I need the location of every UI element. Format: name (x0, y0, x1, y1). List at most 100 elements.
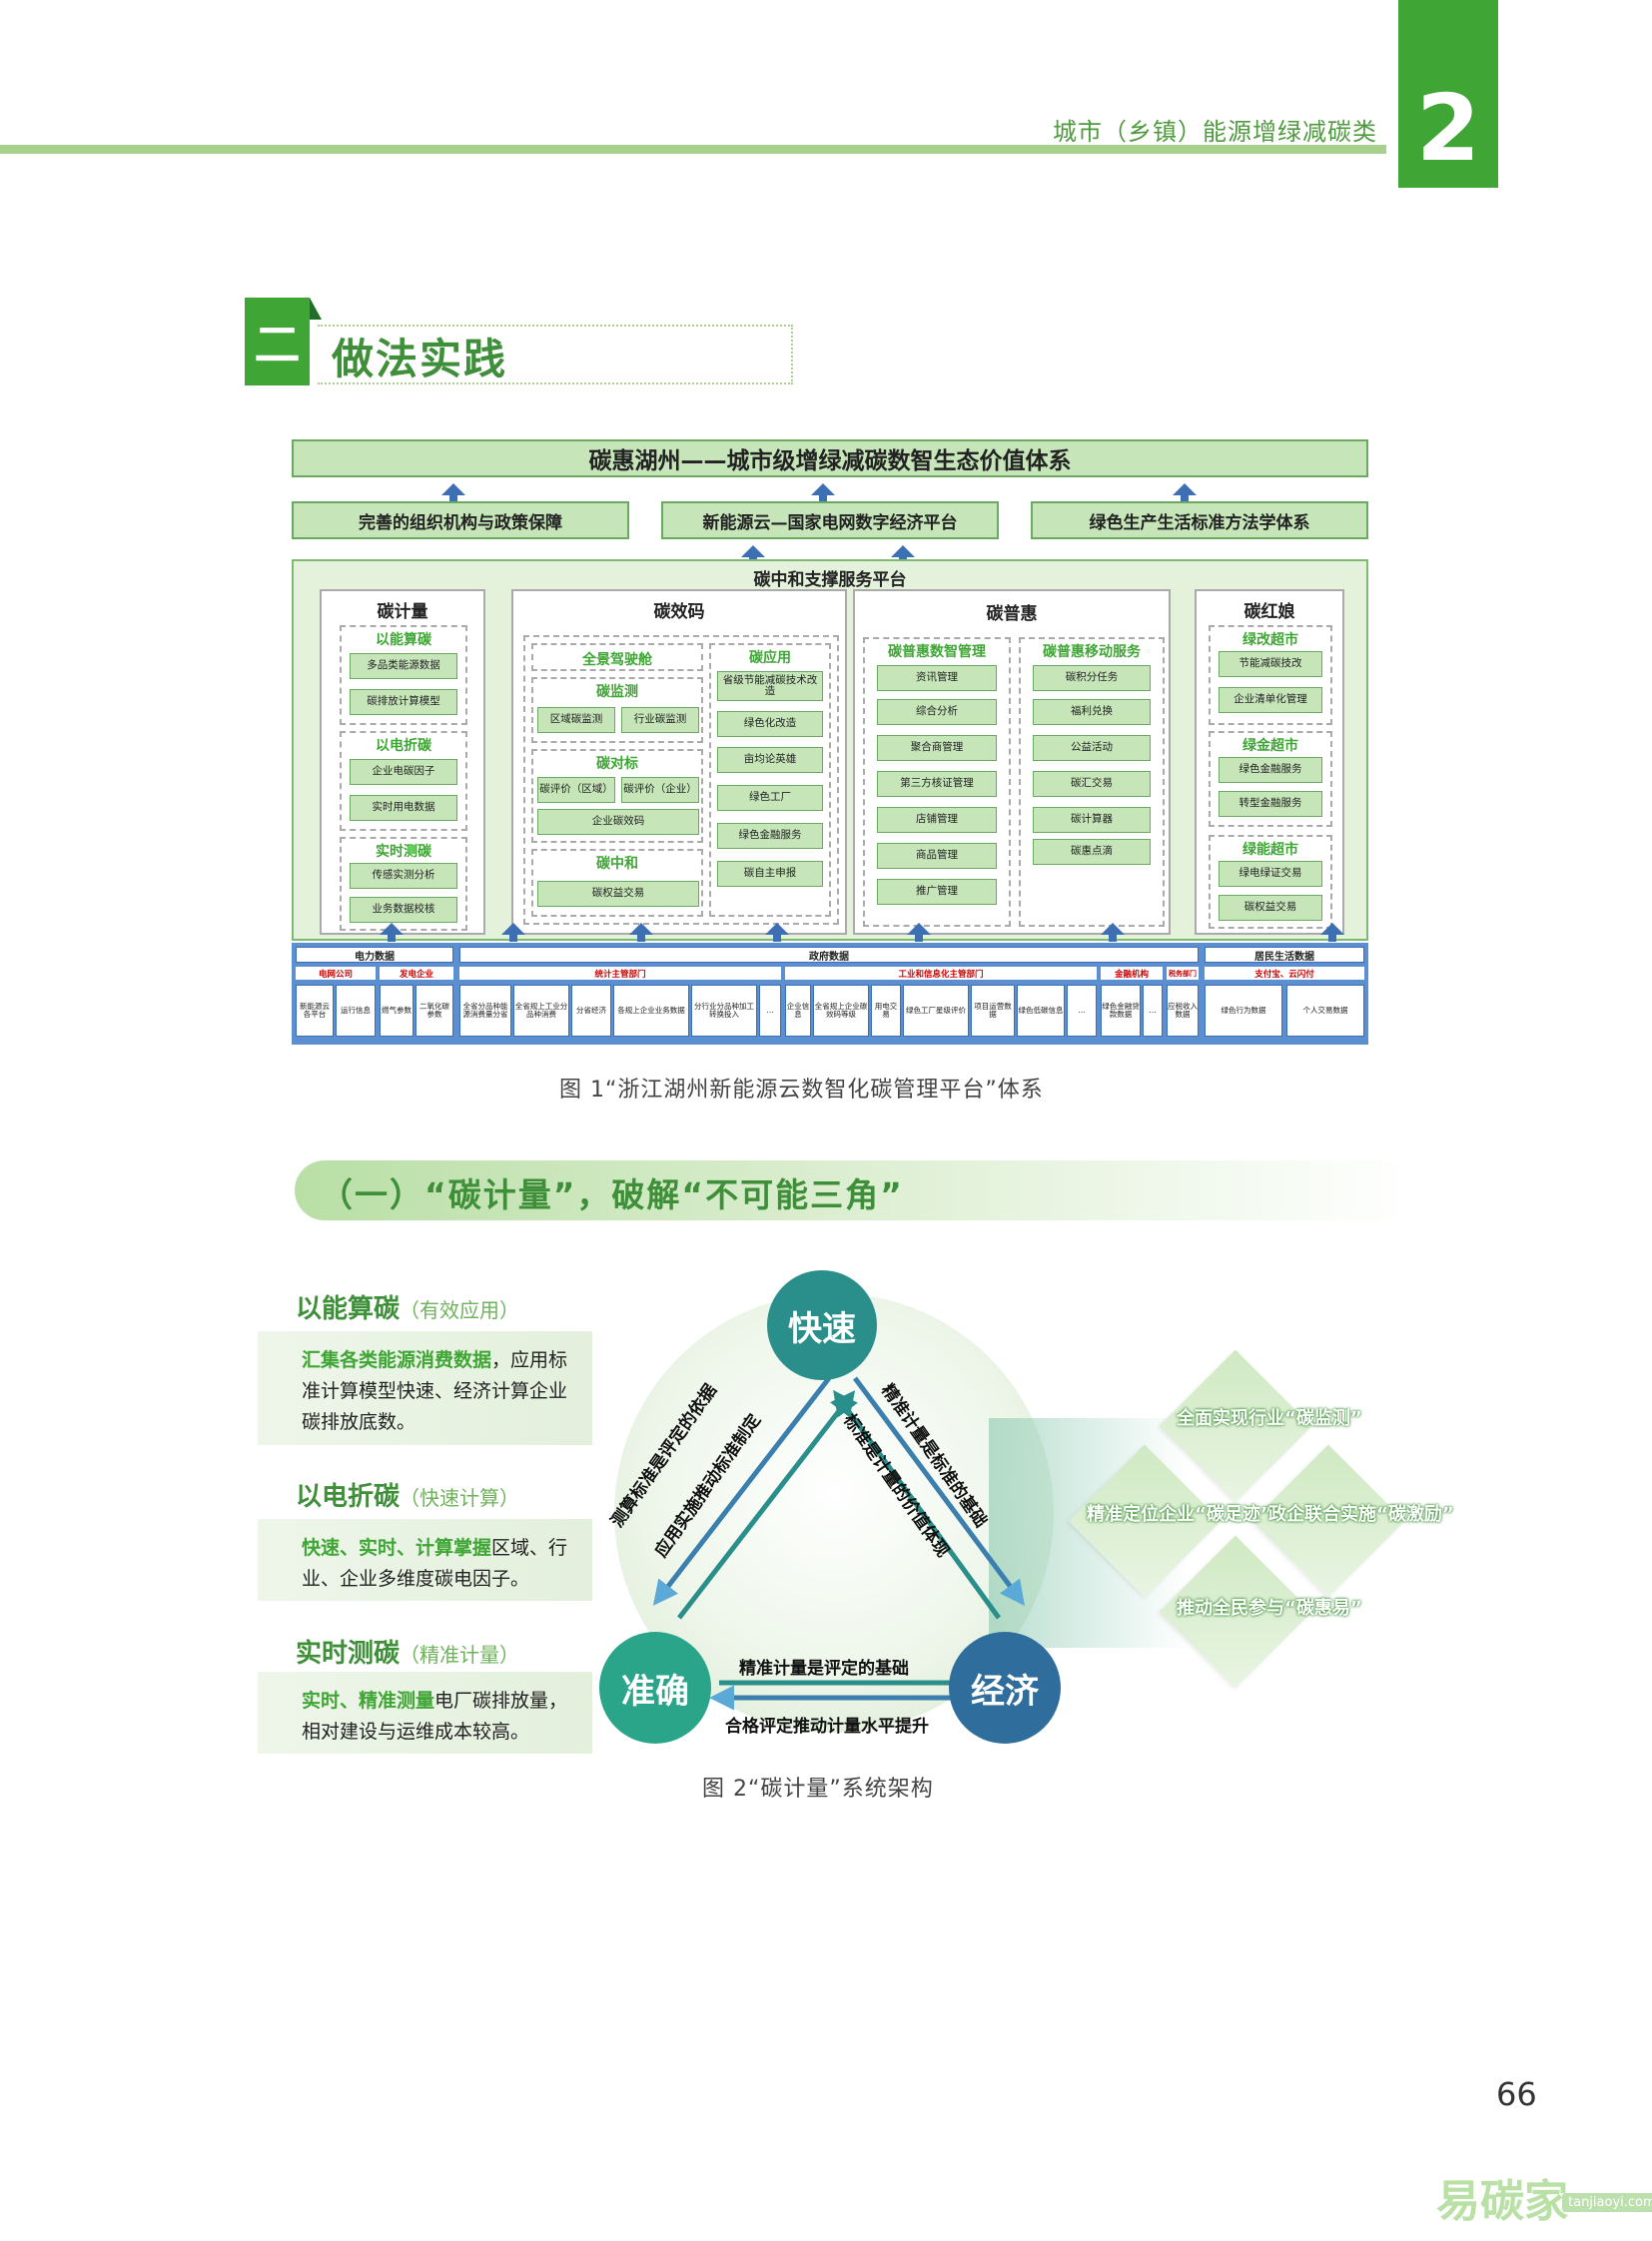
column-title: 碳红娘 (1243, 602, 1295, 622)
data-head: 电力数据 (296, 947, 453, 963)
data-sub-head: 工业和信息化主管部门 (785, 967, 1097, 980)
leaf-item: 亩均论英雄 (717, 747, 823, 773)
data-sub-head: 支付宝、云闪付 (1205, 967, 1364, 980)
up-arrow (501, 923, 525, 942)
edge-label: 精准计量是评定的基础 (739, 1659, 909, 1679)
method-description: 实时、精准测量电厂碳排放量，相对建设与运维成本较高。 (258, 1672, 592, 1754)
diamond-label: 全面实现行业“碳监测” (1177, 1408, 1362, 1429)
data-cell: 分省经济 (571, 985, 611, 1037)
leaf-item: 绿色金融服务 (1219, 757, 1322, 783)
leaf-item: 企业碳效码 (537, 809, 699, 835)
data-cell: 企业信息 (785, 985, 811, 1037)
sub-group-title: 碳普惠数智管理 (888, 644, 986, 660)
leaf-item: 商品管理 (877, 843, 997, 869)
diamond-label: 政企联合实施“碳激励” (1268, 1504, 1454, 1525)
data-cell: … (1067, 985, 1097, 1037)
leaf-item: 资讯管理 (877, 665, 997, 691)
leaf-item: 第三方核证管理 (877, 771, 997, 797)
tier2-box-cloud: 新能源云—国家电网数字经济平台 (661, 501, 999, 539)
sub-group: 碳中和 碳权益交易 (531, 849, 703, 917)
leaf-item: 绿色工厂 (717, 785, 823, 811)
leaf-item: 聚合商管理 (877, 735, 997, 761)
method-title: 以能算碳（有效应用） (296, 1288, 519, 1325)
method-note: （快速计算） (400, 1486, 520, 1510)
leaf-item: 行业碳监测 (621, 707, 699, 733)
data-cell: 个人交易数据 (1286, 985, 1364, 1037)
leaf-item: 碳权益交易 (1219, 895, 1322, 921)
leaf-item: 公益活动 (1033, 735, 1151, 761)
data-cell: 分行业分品种加工转换投入 (691, 985, 757, 1037)
method-body: ，应用标准计算模型快速、经济计算企业碳排放底数。 (302, 1349, 568, 1433)
leaf-item: 业务数据校核 (350, 897, 457, 923)
leaf-item: 碳惠点滴 (1033, 839, 1151, 865)
up-arrow (765, 923, 789, 942)
data-cell: … (759, 985, 781, 1037)
sub-group-title: 以能算碳 (376, 632, 431, 648)
sub-group-title: 实时测碳 (376, 844, 431, 860)
method-name: 实时测碳 (296, 1639, 401, 1669)
diagram-top-title: 碳惠湖州——城市级增绿减碳数智生态价值体系 (292, 439, 1368, 477)
tier2-box-org: 完善的组织机构与政策保障 (292, 501, 629, 539)
leaf-item: 区域碳监测 (537, 707, 615, 733)
column-title: 碳计量 (377, 602, 428, 622)
up-arrow (380, 923, 404, 942)
data-head: 居民生活数据 (1205, 947, 1364, 963)
method-highlight: 汇集各类能源消费数据 (302, 1349, 492, 1371)
edge-arrow (677, 1390, 856, 1620)
sub-group: 绿改超市 节能减碳技改 企业清单化管理 (1209, 625, 1332, 725)
node-accurate: 准确 (599, 1632, 711, 1744)
sub-group: 绿能超市 绿电绿证交易 碳权益交易 (1209, 835, 1332, 929)
data-cell: 运行信息 (336, 985, 376, 1037)
diamond-label: 精准定位企业“碳足迹” (1087, 1504, 1272, 1525)
data-cell: 应税收入数据 (1167, 985, 1199, 1037)
data-cell: 燃气参数 (380, 985, 413, 1037)
leaf-item: 碳计算器 (1033, 807, 1151, 833)
column-carbon-matchmaker: 碳红娘 绿改超市 节能减碳技改 企业清单化管理 绿金超市 绿色金融服务 转型金融… (1195, 589, 1344, 935)
method-title: 以电折碳（快速计算） (296, 1476, 519, 1513)
data-sub-head: 发电企业 (380, 967, 453, 980)
sub-group: 碳应用 省级节能减碳技术改造 绿色化改造 亩均论英雄 绿色工厂 绿色金融服务 碳… (709, 643, 831, 917)
leaf-item: 多品类能源数据 (350, 653, 457, 679)
up-arrow (629, 923, 653, 942)
tier2-box-standards: 绿色生产生活标准方法学体系 (1031, 501, 1368, 539)
data-cell: 绿色低碳信息 (1017, 985, 1065, 1037)
watermark-site: tanjiaoyi.com (1562, 2193, 1652, 2212)
data-cell: 用电交易 (871, 985, 901, 1037)
data-cell: 全省规上工业分品种消费 (513, 985, 569, 1037)
chapter-title: 城市（乡镇）能源增绿减碳类 (1053, 118, 1377, 146)
leaf-item: 绿电绿证交易 (1219, 861, 1322, 887)
leaf-item: 碳自主申报 (717, 861, 823, 887)
sub-group-title: 碳中和 (596, 856, 638, 872)
leaf-item: 传感实测分析 (350, 863, 457, 889)
subsection-title: （一）“碳计量”，破解“不可能三角” (320, 1175, 904, 1214)
column-title: 碳效码 (653, 602, 705, 622)
data-sub-head: 统计主管部门 (459, 967, 781, 980)
up-arrow (1101, 923, 1125, 942)
leaf-item: 综合分析 (877, 699, 997, 725)
leaf-item: 店铺管理 (877, 807, 997, 833)
column-carbon-metering: 碳计量 以能算碳 多品类能源数据 碳排放计算模型 以电折碳 企业电碳因子 实时用… (320, 589, 485, 935)
leaf-item: 节能减碳技改 (1219, 651, 1322, 677)
column-title: 碳普惠 (986, 604, 1038, 624)
sub-group: 碳普惠数智管理 资讯管理 综合分析 聚合商管理 第三方核证管理 店铺管理 商品管… (863, 637, 1011, 927)
up-arrow (741, 545, 765, 564)
sub-group-title: 绿能超市 (1242, 842, 1298, 858)
data-cell: … (1143, 985, 1163, 1037)
leaf-item: 企业清单化管理 (1219, 687, 1322, 713)
data-cell: 绿色金融贷款数据 (1101, 985, 1141, 1037)
sub-group-title: 碳对标 (596, 756, 638, 772)
method-name: 以电折碳 (296, 1482, 401, 1512)
up-arrow (1173, 483, 1197, 502)
leaf-item: 碳评价（企业） (621, 777, 699, 803)
platform-title: 碳中和支撑服务平台 (753, 570, 907, 590)
edge-label: 合格评定推动计量水平提升 (725, 1717, 929, 1737)
column-carbon-inclusive: 碳普惠 碳普惠数智管理 资讯管理 综合分析 聚合商管理 第三方核证管理 店铺管理… (853, 589, 1171, 935)
diamond-label: 推动全民参与“碳惠易” (1177, 1598, 1362, 1619)
data-cell: 全省规上企业碳效码等级 (813, 985, 869, 1037)
method-description: 汇集各类能源消费数据，应用标准计算模型快速、经济计算企业碳排放底数。 (258, 1331, 592, 1445)
page-number: 66 (1496, 2075, 1537, 2113)
section-title-frame (318, 325, 793, 384)
leaf-item: 碳权益交易 (537, 881, 699, 907)
subsection-banner (295, 1160, 1413, 1220)
method-body: 电厂碳排放量，相对建设与运维成本较高。 (302, 1690, 568, 1743)
